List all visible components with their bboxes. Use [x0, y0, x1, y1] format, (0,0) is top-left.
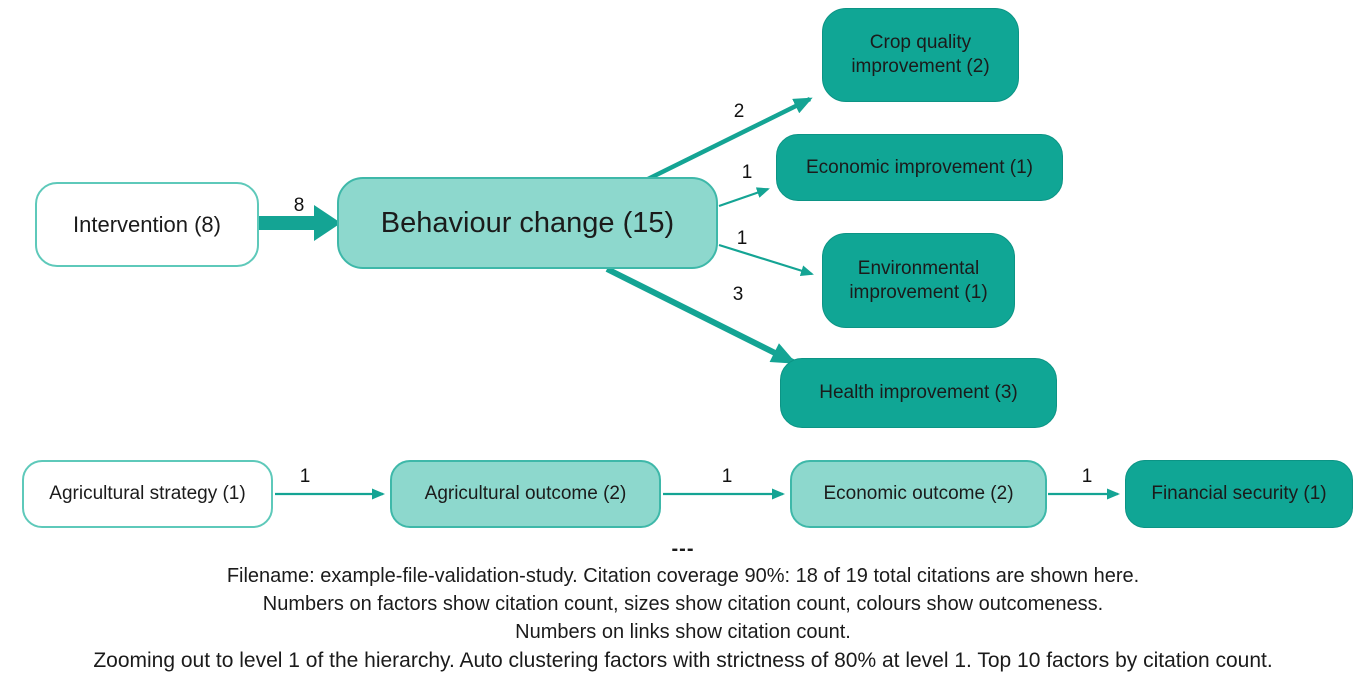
link-intervention-to-behaviour-change [259, 205, 341, 241]
factor-intervention[interactable]: Intervention (8) [35, 182, 259, 267]
link-label-financial-security: 1 [1081, 466, 1093, 487]
link-label-health-improvement: 3 [732, 284, 744, 305]
factor-crop-quality-improvement[interactable]: Crop quality improvement (2) [822, 8, 1019, 102]
factor-environmental-improvement[interactable]: Environmental improvement (1) [822, 233, 1015, 328]
link-label-economic-outcome: 1 [721, 466, 733, 487]
factor-agricultural-outcome[interactable]: Agricultural outcome (2) [390, 460, 661, 528]
factor-economic-outcome[interactable]: Economic outcome (2) [790, 460, 1047, 528]
factor-behaviour-change[interactable]: Behaviour change (15) [337, 177, 718, 269]
factor-health-improvement[interactable]: Health improvement (3) [780, 358, 1057, 428]
link-behaviour-change-to-crop-quality [645, 96, 813, 183]
link-behaviour-change-to-health-improvement [605, 266, 797, 365]
factor-financial-security[interactable]: Financial security (1) [1125, 460, 1353, 528]
caption-zoom-clustering: Zooming out to level 1 of the hierarchy.… [93, 649, 1273, 672]
caption-block: --- Filename: example-file-validation-st… [0, 536, 1366, 676]
link-label-environmental-improvement: 1 [736, 228, 748, 249]
caption-factor-legend: Numbers on factors show citation count, … [262, 593, 1104, 615]
link-label-economic-improvement: 1 [741, 162, 753, 183]
link-label-intervention-behaviour: 8 [293, 195, 305, 216]
caption-separator: --- [671, 538, 695, 560]
factor-economic-improvement[interactable]: Economic improvement (1) [776, 134, 1063, 201]
link-label-agricultural-outcome: 1 [299, 466, 311, 487]
link-label-crop-quality: 2 [733, 101, 745, 122]
caption-filename-coverage: Filename: example-file-validation-study.… [226, 565, 1140, 587]
factor-agricultural-strategy[interactable]: Agricultural strategy (1) [22, 460, 273, 528]
caption-link-legend: Numbers on links show citation count. [515, 621, 851, 643]
link-behaviour-change-to-economic-improvement [718, 187, 770, 208]
link-behaviour-change-to-environmental-improvement [718, 243, 814, 276]
